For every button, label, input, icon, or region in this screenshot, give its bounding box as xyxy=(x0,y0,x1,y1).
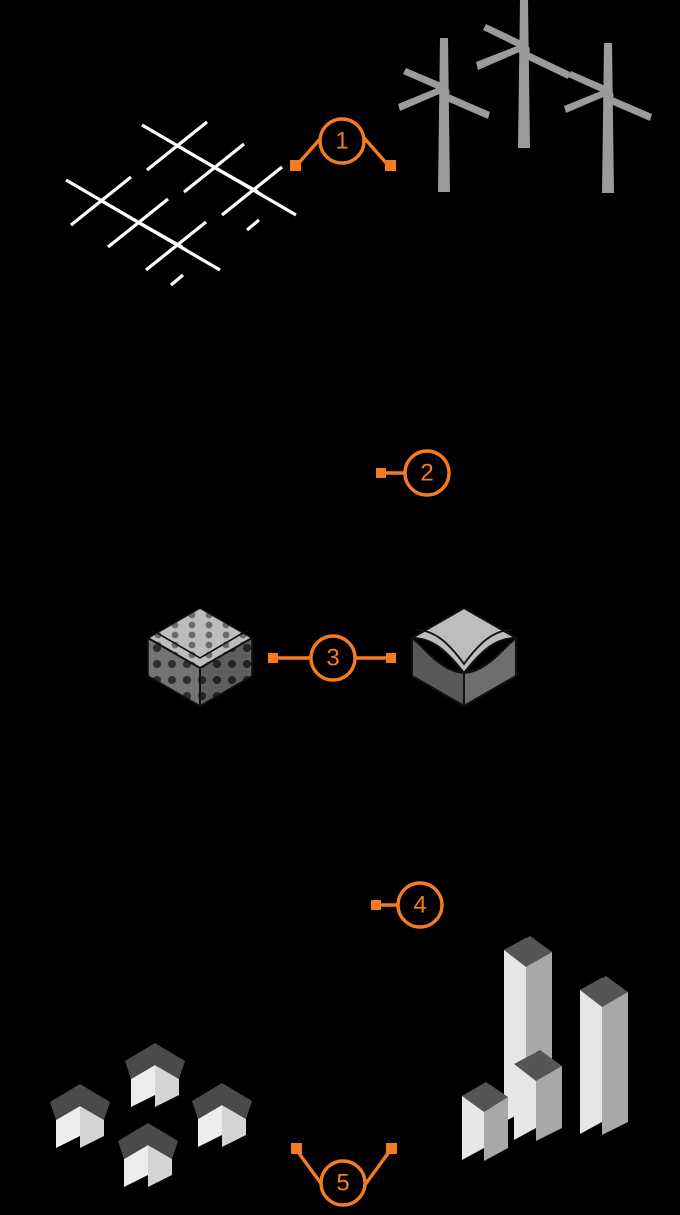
tower-right xyxy=(580,976,628,1135)
residential-houses xyxy=(50,1043,252,1187)
marker-5-label: 5 xyxy=(336,1170,349,1197)
tower-mid xyxy=(514,1050,562,1141)
pylon-rear xyxy=(141,120,297,232)
marker-4[interactable]: 4 xyxy=(371,881,444,929)
marker-1-label: 1 xyxy=(335,128,348,155)
city-high-rise-towers xyxy=(462,936,628,1161)
marker-3-circle[interactable] xyxy=(309,634,357,682)
marker-1-endpoint-left xyxy=(290,160,301,171)
tower-short xyxy=(462,1082,508,1161)
marker-4-label: 4 xyxy=(413,892,426,919)
marker-2-endpoint-left xyxy=(376,468,386,478)
wind-turbine-group xyxy=(398,0,652,193)
marker-5-endpoint-left xyxy=(291,1143,302,1154)
marker-5[interactable]: 5 xyxy=(291,1143,397,1207)
house-4 xyxy=(118,1123,178,1187)
marker-5-endpoint-right xyxy=(386,1143,397,1154)
marker-1[interactable]: 1 xyxy=(290,117,396,171)
wind-turbine-1 xyxy=(398,38,490,192)
marker-2[interactable]: 2 xyxy=(376,449,451,497)
marker-2-label: 2 xyxy=(420,460,433,487)
marker-4-circle[interactable] xyxy=(396,881,444,929)
marker-1-endpoint-right xyxy=(385,160,396,171)
marker-2-circle[interactable] xyxy=(403,449,451,497)
house-2 xyxy=(125,1043,185,1107)
perforated-reservoir-block xyxy=(146,607,254,707)
house-1 xyxy=(50,1084,110,1148)
marker-5-circle[interactable] xyxy=(319,1159,367,1207)
marker-1-circle[interactable] xyxy=(318,117,366,165)
marker-3[interactable]: 3 xyxy=(268,634,396,682)
wind-turbine-3 xyxy=(564,43,652,193)
marker-3-label: 3 xyxy=(326,645,339,672)
marker-3-endpoint-left xyxy=(268,653,278,663)
house-3 xyxy=(192,1083,252,1147)
marker-3-endpoint-right xyxy=(386,653,396,663)
wind-turbine-2 xyxy=(476,0,570,148)
pylon-front xyxy=(65,175,221,287)
power-line-towers xyxy=(65,120,297,287)
wavy-strata-block xyxy=(408,606,520,708)
marker-4-endpoint-left xyxy=(371,900,381,910)
